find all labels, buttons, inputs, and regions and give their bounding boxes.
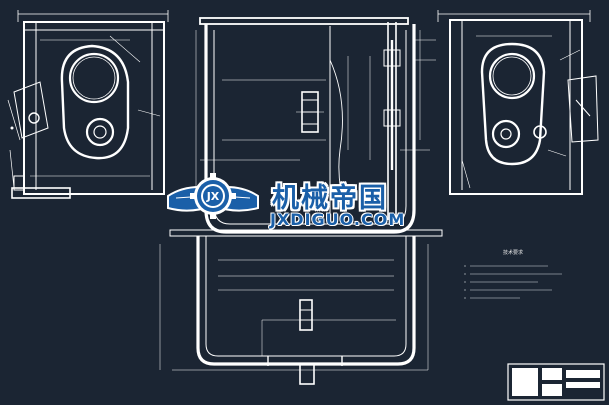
notes-title: 技术要求	[503, 250, 524, 256]
left-side-view	[7, 10, 169, 199]
center-front-view	[195, 17, 436, 234]
bottom-plan-view	[159, 229, 443, 385]
watermark-emblem: JX	[167, 173, 259, 219]
watermark-url-text: JXDIGUO.COM	[270, 210, 406, 229]
technical-notes	[464, 265, 562, 299]
watermark-brand-text: 机械帝国	[272, 183, 388, 214]
title-block	[507, 363, 605, 401]
right-side-view	[437, 10, 599, 195]
emblem-letters: JX	[206, 190, 220, 203]
